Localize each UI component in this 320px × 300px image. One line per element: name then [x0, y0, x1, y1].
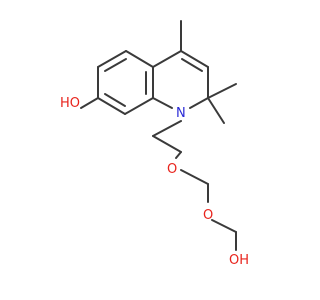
terminal-hydroxyl-label: OH — [229, 253, 249, 268]
benzene-ring — [97, 50, 154, 115]
bond-c4-c3 — [180, 50, 209, 68]
bond-c2-n — [189, 97, 209, 109]
bond-o2-ch2e — [211, 219, 237, 233]
double-bond-inner-1 — [104, 58, 127, 72]
bond-c5-c6 — [97, 97, 126, 115]
bond-n-ch2a — [152, 120, 182, 137]
bond-o1-ch2c — [180, 169, 209, 185]
phenol-hydroxyl-label: HO — [60, 96, 80, 111]
ether-oxygen-2-label: O — [203, 208, 213, 223]
bond-c2-c3 — [125, 50, 154, 68]
bond-c1-c2 — [97, 50, 127, 68]
methyl-c2-b — [207, 97, 225, 124]
ethoxy-chain — [152, 120, 237, 251]
double-bond-c4-c3 — [181, 58, 203, 72]
bond-n-c8a — [152, 97, 173, 109]
molecule-structure: HO N O O OH — [60, 20, 249, 268]
ether-oxygen-1-label: O — [167, 162, 177, 177]
dihydro-ring — [152, 50, 209, 109]
nitrogen-label: N — [176, 106, 186, 121]
methyl-groups — [180, 20, 237, 124]
bond-c7-oh — [80, 97, 99, 109]
bond-ch2b-o1 — [175, 151, 182, 159]
bond-c4-c5 — [124, 97, 154, 115]
bond-c4a-c4 — [152, 50, 182, 68]
double-bond-inner-3 — [104, 93, 126, 107]
bond-ch2a-ch2b — [152, 135, 182, 153]
methyl-c2-a — [207, 83, 237, 99]
